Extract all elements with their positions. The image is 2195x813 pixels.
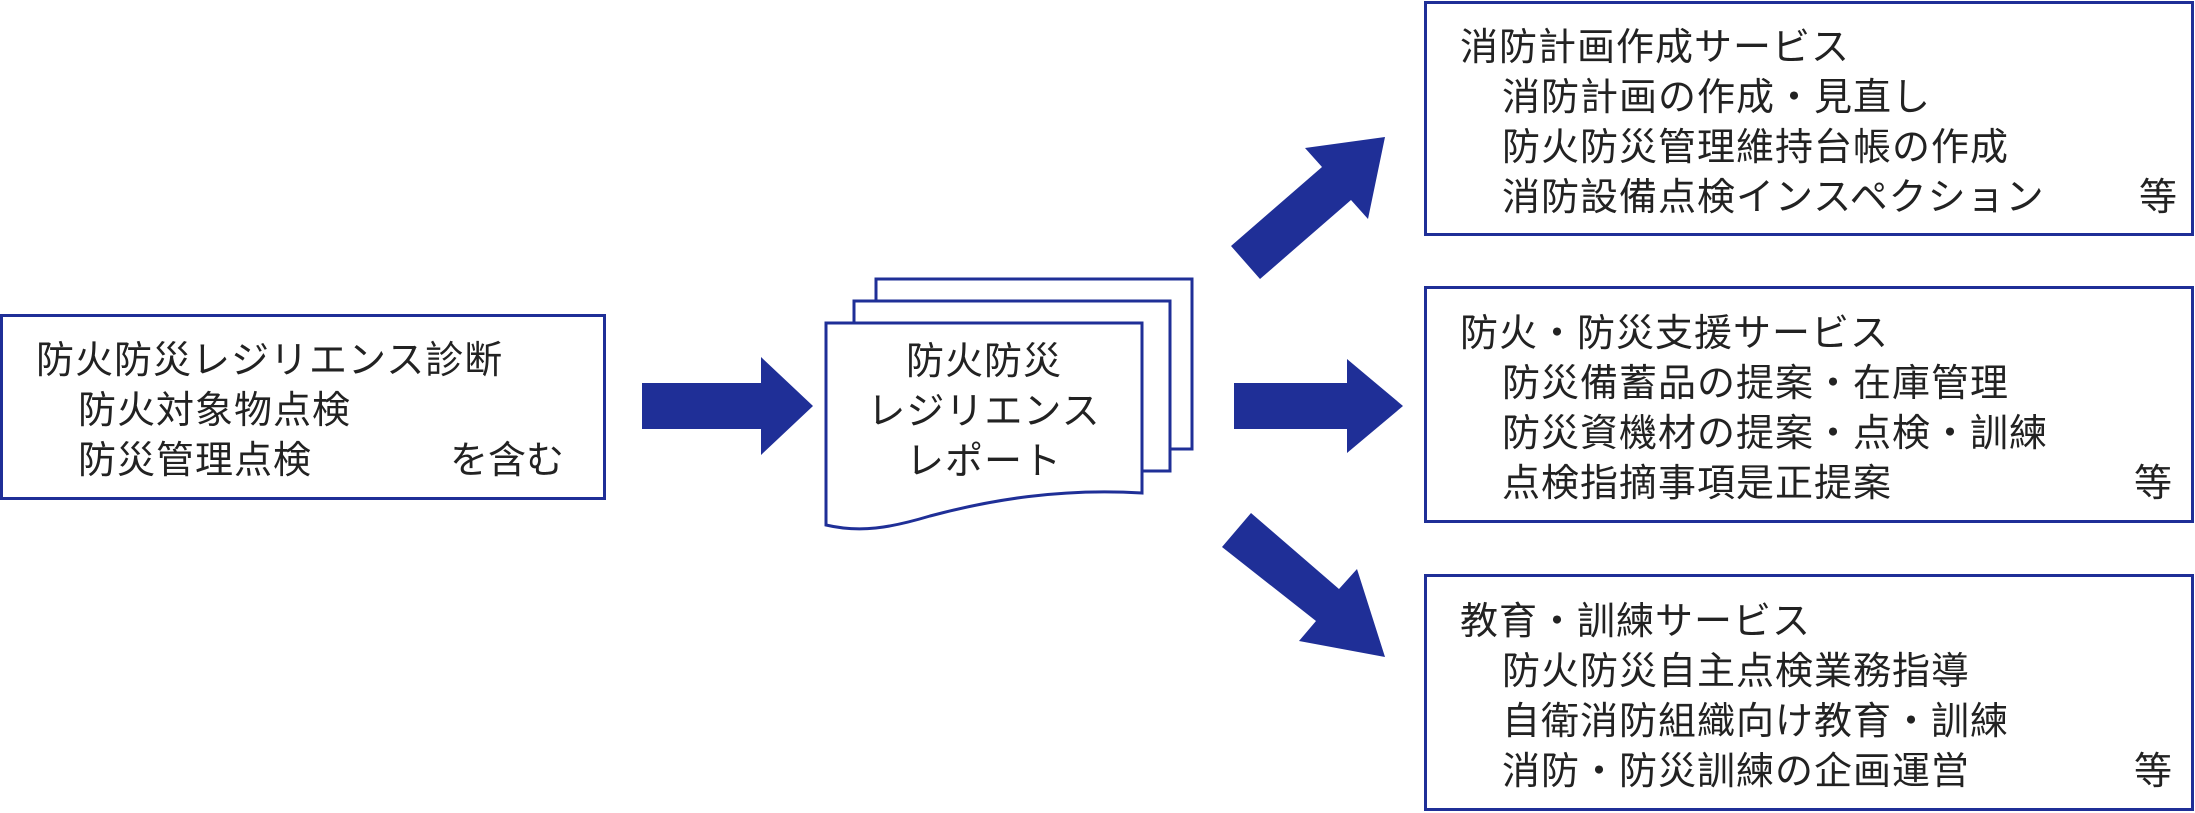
arrow-to-support-service	[1234, 359, 1403, 453]
training-service-box: 教育・訓練サービス 防火防災自主点検業務指導 自衛消防組織向け教育・訓練 消防・…	[1424, 574, 2194, 811]
arrow-to-report	[642, 357, 813, 455]
source-item: 防火対象物点検	[78, 388, 352, 432]
service-item: 点検指摘事項是正提案	[1502, 461, 1893, 505]
service-item: 防火防災自主点検業務指導	[1502, 649, 1971, 693]
service-title: 教育・訓練サービス	[1460, 599, 1812, 643]
service-item: 自衛消防組織向け教育・訓練	[1502, 699, 2010, 743]
source-title: 防火防災レジリエンス診断	[36, 338, 504, 382]
service-title: 消防計画作成サービス	[1460, 25, 1851, 69]
source-suffix: を含む	[450, 438, 565, 482]
source-box: 防火防災レジリエンス診断 防火対象物点検 防災管理点検 を含む	[0, 314, 606, 500]
service-title: 防火・防災支援サービス	[1460, 311, 1890, 355]
source-item: 防災管理点検	[78, 438, 313, 482]
service-item: 防災資機材の提案・点検・訓練	[1502, 411, 2049, 455]
service-item: 防災備蓄品の提案・在庫管理	[1502, 361, 2010, 405]
service-item: 消防設備点検インスペクション	[1502, 175, 2045, 219]
service-suffix: 等	[2139, 175, 2178, 219]
service-item: 消防・防災訓練の企画運営	[1502, 749, 1971, 793]
arrow-to-training-service	[1222, 513, 1385, 657]
planning-service-box: 消防計画作成サービス 消防計画の作成・見直し 防火防災管理維持台帳の作成 消防設…	[1424, 1, 2194, 236]
report-label: 防火防災 レジリエンス レポート	[826, 336, 1142, 486]
report-line: レジリエンス	[867, 389, 1101, 433]
service-suffix: 等	[2134, 461, 2173, 505]
arrow-to-planning-service	[1231, 137, 1385, 279]
service-item: 消防計画の作成・見直し	[1502, 75, 1932, 119]
service-suffix: 等	[2134, 749, 2173, 793]
report-line: 防火防災	[905, 339, 1062, 383]
service-item: 防火防災管理維持台帳の作成	[1502, 125, 2010, 169]
report-line: レポート	[905, 439, 1062, 483]
support-service-box: 防火・防災支援サービス 防災備蓄品の提案・在庫管理 防災資機材の提案・点検・訓練…	[1424, 286, 2194, 523]
report-page-front	[824, 321, 1144, 531]
